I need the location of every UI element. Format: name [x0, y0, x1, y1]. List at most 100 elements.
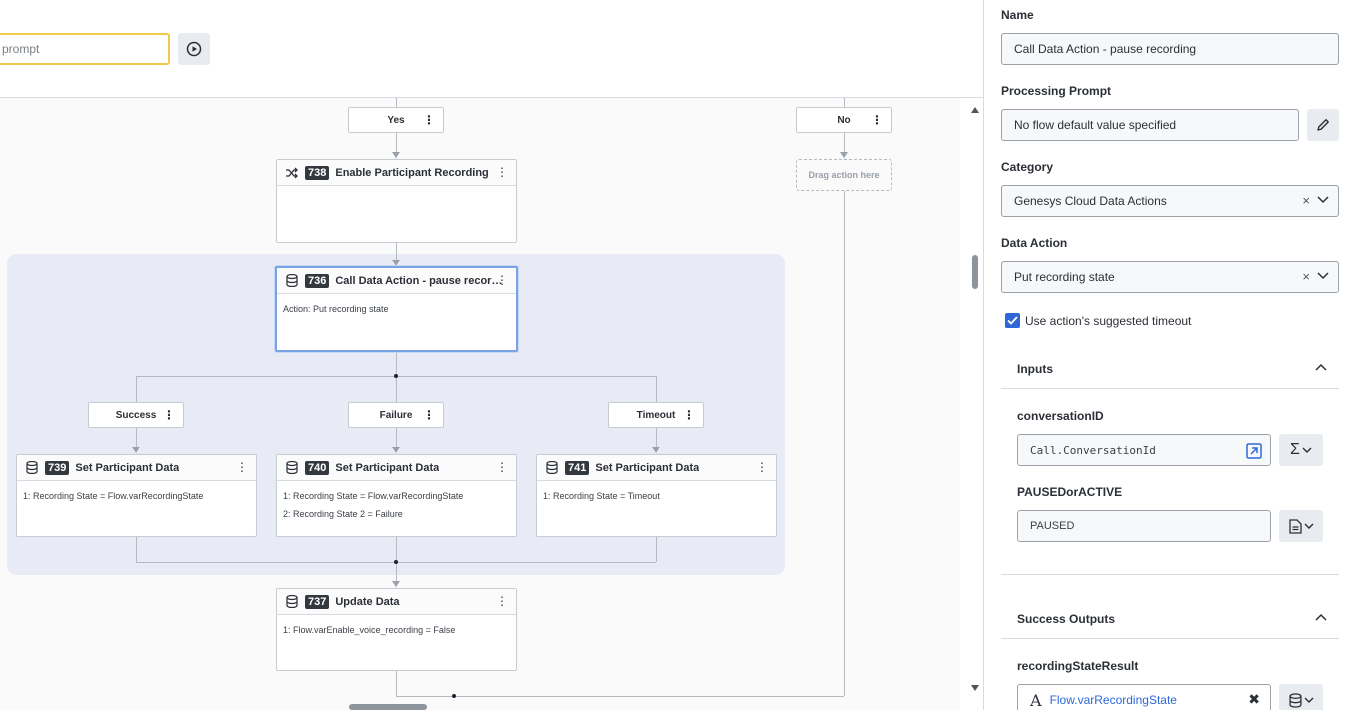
success-outputs-section-header[interactable]: Success Outputs: [1001, 599, 1339, 639]
clear-icon[interactable]: ✖: [1248, 691, 1260, 707]
database-icon: [285, 461, 299, 475]
action-node-739[interactable]: 739 Set Participant Data ⋮ 1: Recording …: [16, 454, 257, 537]
chevron-up-icon[interactable]: [1315, 613, 1327, 621]
action-node-741[interactable]: 741 Set Participant Data ⋮ 1: Recording …: [536, 454, 777, 537]
action-node-737[interactable]: 737 Update Data ⋮ 1: Flow.varEnable_voic…: [276, 588, 517, 671]
node-title: Set Participant Data: [75, 461, 180, 474]
toolbar: prompt: [0, 0, 983, 98]
kebab-menu-icon[interactable]: ⋮: [756, 460, 768, 474]
kebab-menu-icon[interactable]: ⋮: [683, 408, 695, 422]
arrow-icon: [392, 152, 400, 159]
kebab-menu-icon[interactable]: ⋮: [496, 273, 508, 287]
category-select[interactable]: Genesys Cloud Data Actions ×: [1001, 185, 1339, 217]
conversationid-field[interactable]: Call.ConversationId: [1017, 434, 1271, 466]
junction-dot: [452, 694, 456, 698]
chevron-up-icon[interactable]: [1315, 363, 1327, 371]
node-line: Action: Put recording state: [283, 304, 389, 314]
processing-prompt-field[interactable]: No flow default value specified: [1001, 109, 1299, 141]
branch-label-success[interactable]: Success ⋮: [88, 402, 184, 428]
pausedoractive-field[interactable]: PAUSED: [1017, 510, 1271, 542]
branch-label-timeout[interactable]: Timeout ⋮: [608, 402, 704, 428]
action-node-740[interactable]: 740 Set Participant Data ⋮ 1: Recording …: [276, 454, 517, 537]
connector: [396, 242, 397, 267]
processing-prompt-label: Processing Prompt: [1001, 84, 1112, 98]
kebab-menu-icon[interactable]: ⋮: [236, 460, 248, 474]
arrow-icon: [392, 260, 400, 267]
drop-zone[interactable]: Drag action here: [796, 159, 892, 191]
action-node-738[interactable]: 738 Enable Participant Recording ⋮: [276, 159, 517, 243]
vertical-scrollbar[interactable]: [960, 98, 983, 710]
expression-menu-button[interactable]: Σ: [1279, 434, 1323, 466]
connector: [656, 428, 657, 454]
variable-menu-button[interactable]: [1279, 684, 1323, 710]
chevron-down-icon: [1302, 447, 1312, 453]
name-label: Name: [1001, 8, 1034, 22]
kebab-menu-icon[interactable]: ⋮: [163, 408, 175, 422]
inputs-section-header[interactable]: Inputs: [1001, 349, 1339, 389]
pausedoractive-value: PAUSED: [1030, 520, 1075, 532]
chevron-down-icon: [1304, 697, 1313, 703]
clear-icon[interactable]: ×: [1302, 269, 1310, 284]
node-body: 1: Recording State = Flow.varRecordingSt…: [17, 481, 256, 505]
connector: [396, 376, 397, 402]
chevron-down-icon[interactable]: [1317, 272, 1329, 280]
node-header: 736 Call Data Action - pause record... ⋮: [277, 268, 516, 294]
kebab-menu-icon[interactable]: ⋮: [496, 594, 508, 608]
category-label: Category: [1001, 160, 1054, 174]
pencil-icon: [1317, 119, 1329, 131]
checkmark-icon: [1007, 316, 1018, 325]
kebab-menu-icon[interactable]: ⋮: [496, 165, 508, 179]
horizontal-scroll-thumb[interactable]: [349, 704, 427, 710]
data-action-label: Data Action: [1001, 236, 1068, 250]
arrow-icon: [392, 581, 400, 588]
scroll-up-icon[interactable]: [971, 107, 979, 113]
node-line: 1: Recording State = Flow.varRecordingSt…: [283, 491, 464, 501]
connector: [844, 98, 845, 107]
connector: [136, 428, 137, 454]
connector: [136, 537, 137, 562]
kebab-menu-icon[interactable]: ⋮: [423, 113, 435, 127]
action-node-736[interactable]: 736 Call Data Action - pause record... ⋮…: [275, 266, 518, 352]
data-action-select[interactable]: Put recording state ×: [1001, 261, 1339, 293]
vertical-scroll-thumb[interactable]: [972, 255, 978, 289]
node-body: Action: Put recording state: [277, 294, 516, 318]
node-line: 1: Flow.varEnable_voice_recording = Fals…: [283, 625, 456, 635]
kebab-menu-icon[interactable]: ⋮: [423, 408, 435, 422]
node-title: Enable Participant Recording: [335, 166, 489, 179]
play-button[interactable]: [178, 33, 210, 65]
branch-label-no[interactable]: No ⋮: [796, 107, 892, 133]
prompt-input[interactable]: prompt: [0, 33, 170, 65]
kebab-menu-icon[interactable]: ⋮: [871, 113, 883, 127]
chevron-down-icon[interactable]: [1317, 196, 1329, 204]
literal-menu-button[interactable]: [1279, 510, 1323, 542]
connector: [396, 133, 397, 159]
junction-dot: [394, 560, 398, 564]
branch-label-text: No: [837, 114, 851, 126]
open-link-icon[interactable]: [1246, 443, 1262, 459]
processing-prompt-value: No flow default value specified: [1014, 118, 1177, 132]
edit-prompt-button[interactable]: [1307, 109, 1339, 141]
node-body: 1: Recording State = Flow.varRecordingSt…: [277, 481, 516, 523]
branch-label-failure[interactable]: Failure ⋮: [348, 402, 444, 428]
recordingstateresult-field[interactable]: A Flow.varRecordingState ✖: [1017, 684, 1271, 710]
connector: [136, 376, 137, 402]
kebab-menu-icon[interactable]: ⋮: [496, 460, 508, 474]
node-title: Set Participant Data: [335, 461, 440, 474]
sigma-icon: Σ: [1290, 441, 1300, 458]
arrow-icon: [652, 447, 660, 454]
recordingstateresult-value[interactable]: Flow.varRecordingState: [1049, 693, 1177, 707]
name-field[interactable]: Call Data Action - pause recording: [1001, 33, 1339, 65]
category-value: Genesys Cloud Data Actions: [1014, 194, 1167, 208]
clear-icon[interactable]: ×: [1302, 193, 1310, 208]
shuffle-icon: [285, 166, 299, 180]
data-action-value: Put recording state: [1014, 270, 1115, 284]
node-number: 740: [305, 460, 330, 475]
connector: [844, 191, 845, 696]
node-body: 1: Flow.varEnable_voice_recording = Fals…: [277, 615, 516, 639]
suggested-timeout-label[interactable]: Use action's suggested timeout: [1025, 314, 1192, 328]
scroll-down-icon[interactable]: [971, 685, 979, 691]
flow-canvas[interactable]: Yes ⋮ No ⋮ Drag action here Success ⋮ Fa…: [0, 98, 960, 710]
connector: [396, 671, 397, 696]
suggested-timeout-checkbox[interactable]: [1005, 313, 1020, 328]
branch-label-yes[interactable]: Yes ⋮: [348, 107, 444, 133]
